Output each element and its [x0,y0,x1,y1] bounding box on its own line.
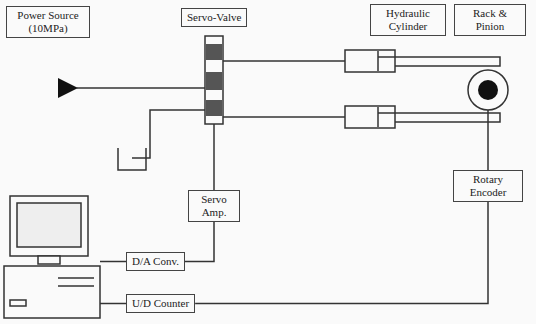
cylinder-label-box: Hydraulic Cylinder [370,4,446,36]
counter-box: U/D Counter [126,294,195,313]
rack-label-box: Rack & Pinion [454,4,526,36]
tank-symbol [118,148,146,170]
servo-valve-body [205,36,223,124]
supply-line [76,87,205,89]
encoder-shaft-line [487,110,489,170]
computer [4,196,100,318]
return-line [132,110,205,158]
signal-wire [213,124,215,190]
hydraulic-cylinder [345,50,395,128]
pinion [468,70,508,110]
rack [378,57,500,122]
box-label: Servo Amp. [194,193,234,219]
pinion-shaft [478,80,498,100]
box-label: D/A Conv. [132,255,179,268]
pipe [223,60,345,62]
computer-wire [100,303,126,305]
source-symbol [58,78,78,98]
box-label: U/D Counter [132,297,189,310]
amp-box: Servo Amp. [188,190,240,222]
box-label: Rack & Pinion [460,7,520,33]
source-box: Power Source (10MPa) [6,6,90,38]
box-label: Power Source (10MPa) [12,9,84,35]
pipe [223,116,345,118]
encoder-box: Rotary Encoder [453,170,523,202]
computer-wire [100,261,126,263]
box-label: Servo-Valve [187,11,241,24]
box-label: Rotary Encoder [459,173,517,199]
box-label: Hydraulic Cylinder [376,7,440,33]
signal-wire [185,222,214,262]
valve-label-box: Servo-Valve [181,8,247,27]
dac-box: D/A Conv. [126,252,185,271]
